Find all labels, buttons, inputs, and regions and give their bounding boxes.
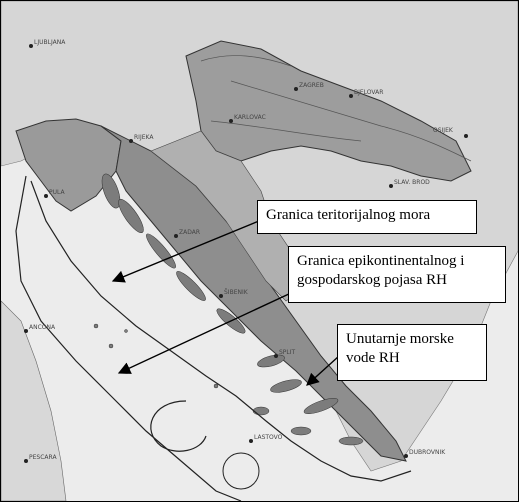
city-zadar: ZADAR [179,229,200,236]
city-markers [24,44,468,463]
epicontinental-boundary [15,175,242,501]
label-territorial-sea-text: Granica teritorijalnog mora [266,207,431,223]
label-inner-waters-line2: vode RH [346,350,400,366]
city-karlovac: KARLOVAC [234,114,266,121]
island-enclave-circle [222,452,260,490]
city-bjelovar: BJELOVAR [354,89,383,96]
city-rijeka: RIJEKA [134,134,154,141]
label-inner-waters: Unutarnje morske vode RH [337,324,487,381]
city-split: SPLIT [279,349,296,356]
city-labels: ZAGREB BJELOVAR OSIJEK KARLOVAC RIJEKA P… [29,39,454,461]
city-ljubljana: LJUBLJANA [34,39,66,46]
city-pescara: PESCARA [29,454,57,461]
label-territorial-sea: Granica teritorijalnog mora [257,200,477,234]
italian-coast [1,300,67,501]
city-pula: PULA [49,189,65,196]
city-sibenik: ŠIBENIK [224,289,249,296]
city-slavonski-brod: SLAV. BROD [394,179,430,186]
city-osijek: OSIJEK [433,127,454,134]
label-epicontinental-line2: gospodarskog pojasa RH [297,272,447,288]
arrow-epicontinental [117,292,292,374]
arrow-territorial [111,220,260,283]
label-epicontinental-belt: Granica epikontinentalnog i gospodarskog… [288,246,506,303]
label-inner-waters-line1: Unutarnje morske [346,331,454,347]
palagruza-enclave [150,400,207,452]
city-dubrovnik: DUBROVNIK [409,449,446,456]
city-lastovo: LASTOVO [254,434,283,441]
city-ancona: ANCONA [29,324,56,331]
city-zagreb: ZAGREB [299,82,324,89]
rivers [200,55,472,162]
label-epicontinental-line1: Granica epikontinentalnog i [297,253,465,269]
arrow-inner-waters [306,355,340,386]
islands [93,173,364,446]
territorial-sea-boundary [30,180,412,482]
